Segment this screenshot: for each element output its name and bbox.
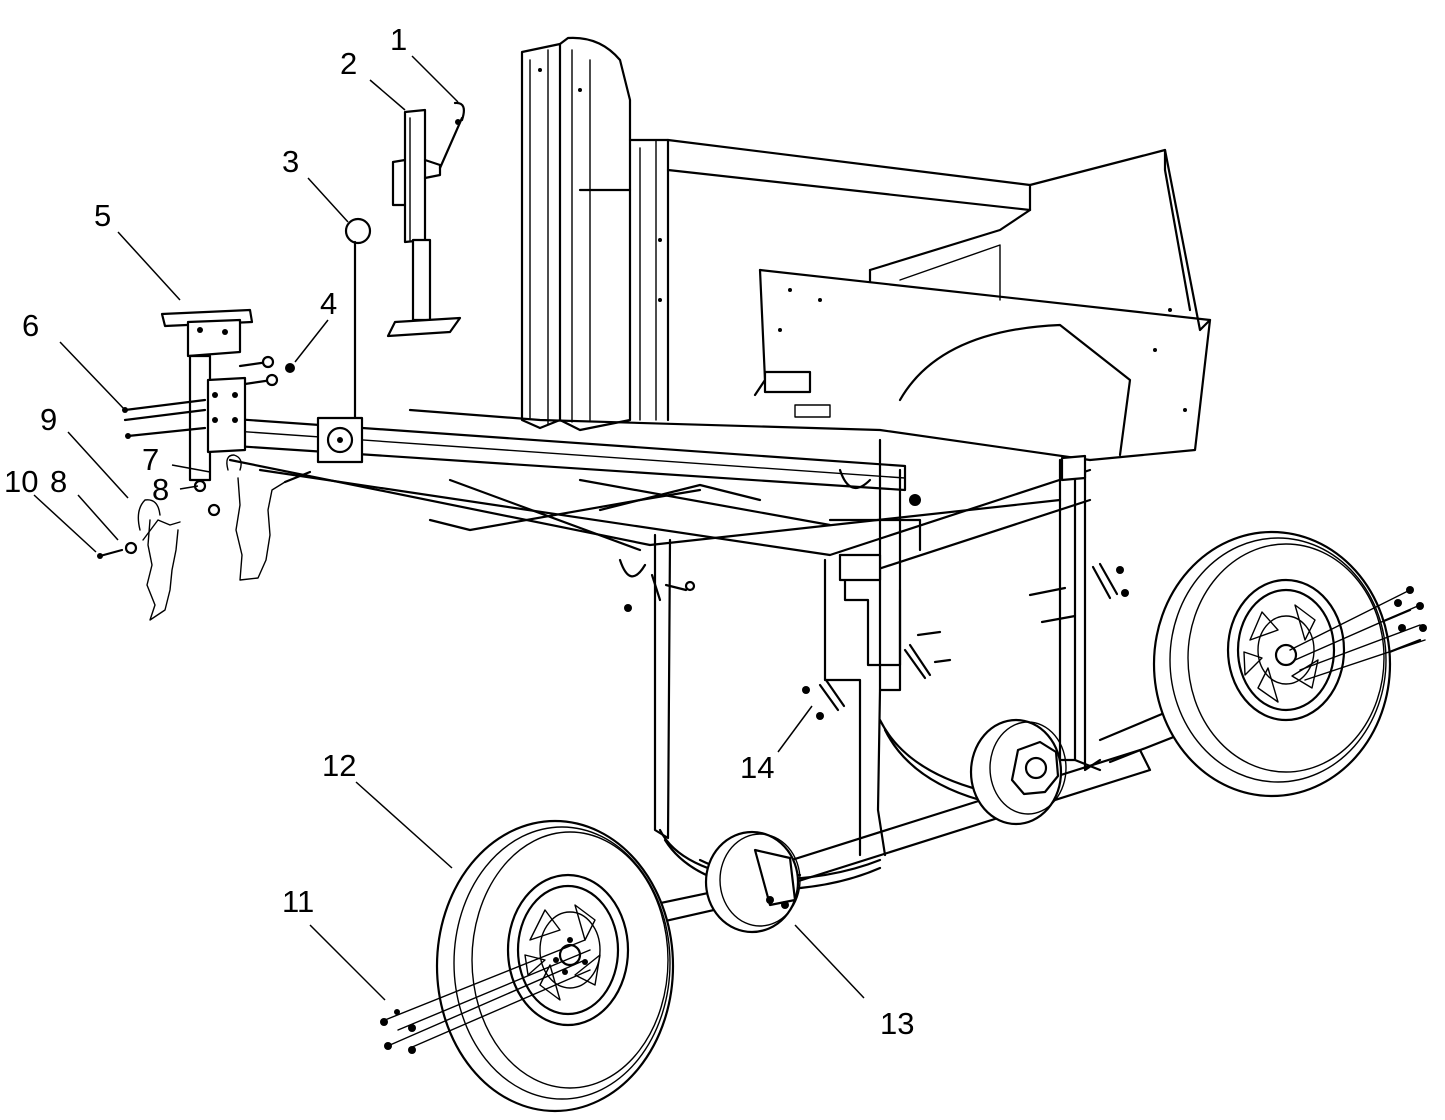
- vertical-column-assembly: [520, 36, 670, 432]
- safety-chain-right: [226, 454, 286, 581]
- chain-hardware: [97, 470, 312, 559]
- jack-mount-plate: [160, 308, 254, 482]
- jack-pin: [438, 101, 465, 170]
- callout-12: 12: [322, 748, 356, 783]
- coupler-bolts: [122, 355, 295, 439]
- callout-5: 5: [94, 198, 111, 233]
- callout-14: 14: [740, 750, 774, 785]
- lug-nuts-rear: [1289, 586, 1427, 681]
- callout-6: 6: [22, 308, 39, 343]
- callout-11: 11: [282, 884, 314, 919]
- callout-3: 3: [282, 144, 299, 179]
- tongue-jack: [386, 108, 462, 338]
- lug-nuts-front: [380, 939, 591, 1054]
- wheel-rear: [1152, 530, 1392, 798]
- callout-labels: 1 2 3 4 5 6 7 8 8 9 10 11 12 13 14: [4, 22, 914, 1041]
- callout-9: 9: [40, 402, 57, 437]
- callout-2: 2: [340, 46, 357, 81]
- callout-10: 10: [4, 464, 38, 499]
- wheel-front: [435, 819, 675, 1113]
- callout-13: 13: [880, 1006, 914, 1041]
- safety-chain-left: [137, 499, 181, 621]
- callout-7: 7: [142, 442, 159, 477]
- trailer-bed-box: [666, 138, 1212, 462]
- callout-8-upper: 8: [152, 472, 169, 507]
- jack-ring: [344, 217, 372, 245]
- u-bolts: [624, 562, 1129, 720]
- callout-4: 4: [320, 286, 337, 321]
- callout-leaders: [33, 55, 865, 1001]
- callout-1: 1: [390, 22, 407, 57]
- brake-drum-rear: [969, 718, 1067, 826]
- brake-drum-front: [704, 830, 801, 934]
- callout-8-lower: 8: [50, 464, 67, 499]
